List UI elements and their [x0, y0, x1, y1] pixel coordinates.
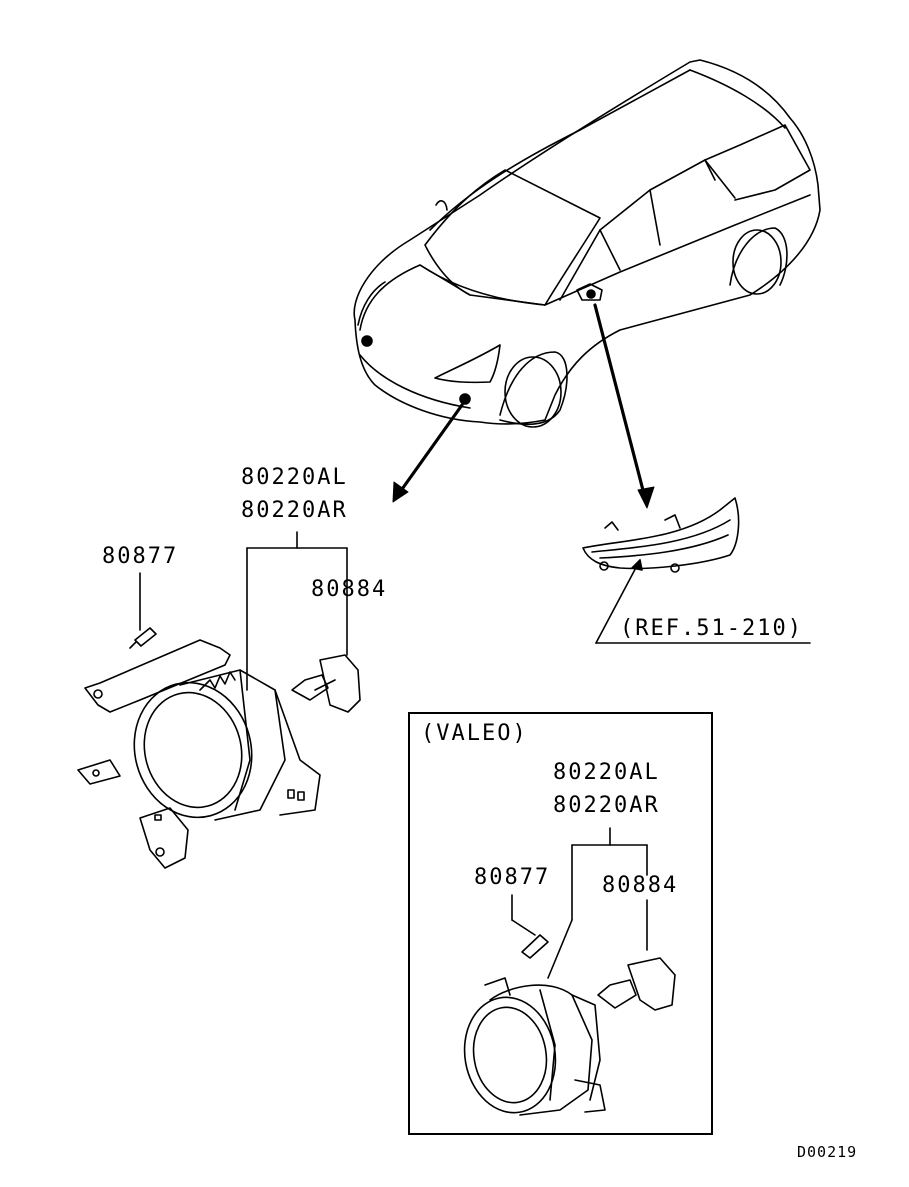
- vehicle-illustration: [353, 59, 821, 428]
- valeo-part-number-bulb: 80884: [602, 873, 679, 898]
- valeo-title: (VALEO): [421, 721, 528, 746]
- fog-lamp-assembly-main: [77, 531, 361, 869]
- side-marker-lamp: [582, 497, 811, 644]
- drawing-code: D00219: [797, 1143, 858, 1161]
- fog-lamp-assembly-valeo: [463, 827, 676, 1116]
- main-part-number-right: 80220AR: [241, 498, 348, 523]
- valeo-detail-box: [408, 712, 713, 1135]
- main-part-number-left: 80220AL: [241, 465, 348, 490]
- reference-label: (REF.51-210): [620, 616, 803, 641]
- valeo-part-number-screw: 80877: [474, 865, 551, 890]
- main-part-number-screw: 80877: [102, 544, 179, 569]
- callout-arrows: [392, 303, 655, 509]
- main-part-number-bulb: 80884: [311, 577, 388, 602]
- valeo-part-number-left: 80220AL: [553, 760, 660, 785]
- valeo-part-number-right: 80220AR: [553, 793, 660, 818]
